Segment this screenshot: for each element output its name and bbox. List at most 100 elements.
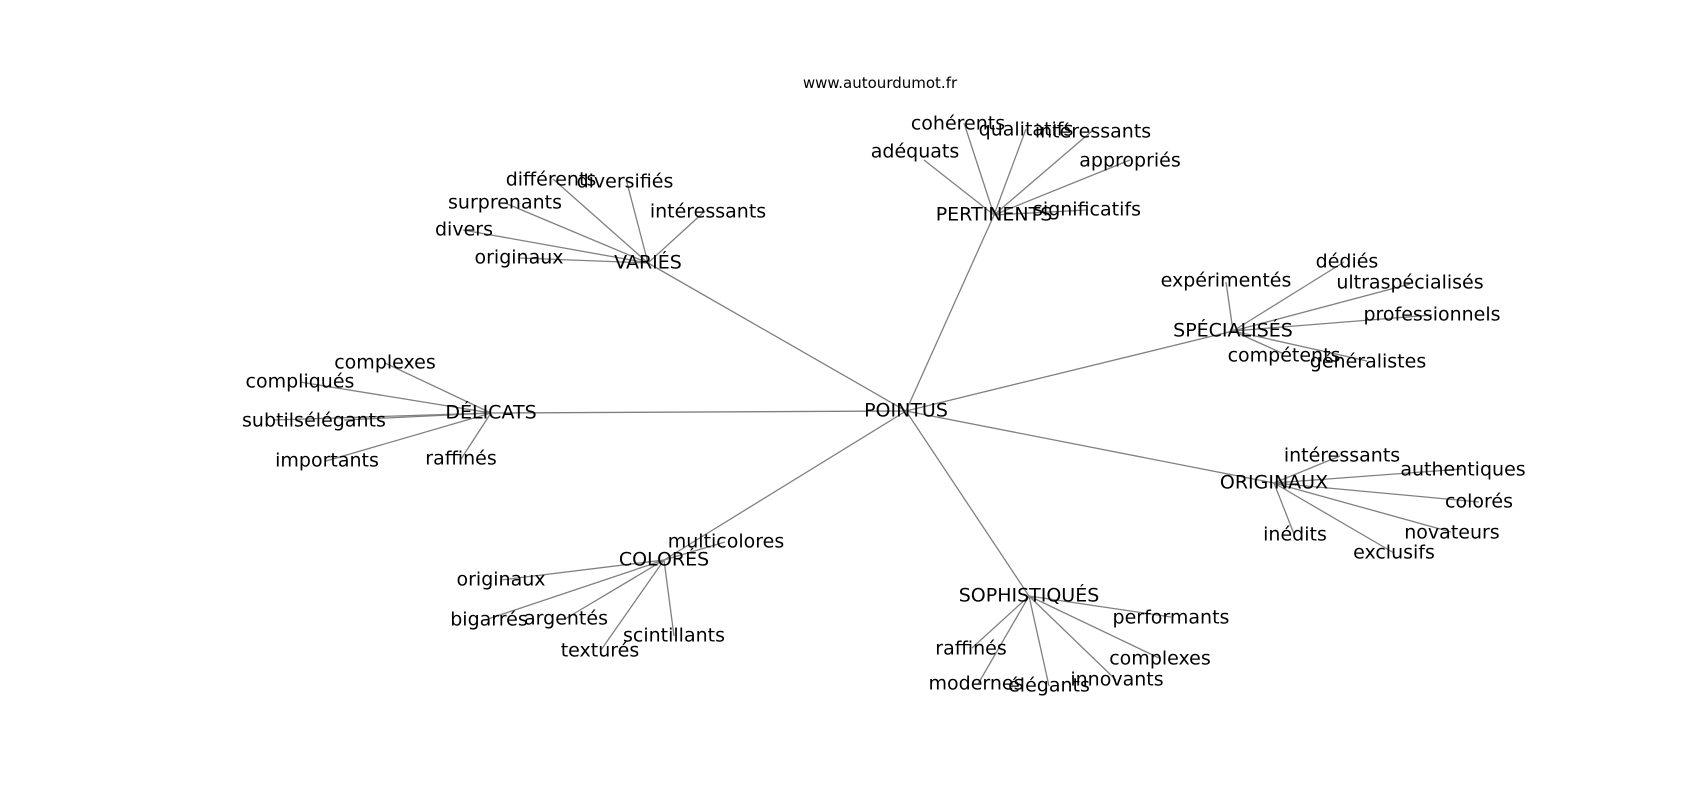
originaux-leaf-label-3: colorés	[1445, 491, 1513, 513]
edge-sophistiques-to-leaf-3	[977, 595, 1030, 685]
edge-delicats-to-leaf-4	[343, 412, 492, 421]
pertinents-leaf-label-5: appropriés	[1079, 150, 1181, 172]
originaux-leaf-label-6: inédits	[1263, 524, 1327, 546]
edge-originaux-to-leaf-4	[1273, 482, 1452, 533]
edge-originaux-to-leaf-6	[1273, 482, 1295, 535]
originaux-leaf-label-2: authentiques	[1400, 459, 1525, 481]
delicats-leaf-label-6: raffinés	[425, 448, 496, 470]
edge-specialises-to-leaf-4	[1232, 314, 1433, 332]
delicats-leaf-label-5: importants	[275, 450, 379, 472]
edge-colores-to-leaf-3	[487, 559, 665, 620]
edge-pertinents-to-leaf-1	[923, 159, 995, 216]
originaux-leaf-label-4: novateurs	[1404, 522, 1499, 544]
edge-specialises-to-leaf-2	[1232, 261, 1345, 332]
colores-leaf-label-5: texturés	[561, 640, 640, 662]
specialises-leaf-label-3: ultraspécialisés	[1336, 272, 1483, 294]
edge-pertinents-to-leaf-5	[993, 159, 1131, 216]
edge-originaux-to-leaf-1	[1273, 455, 1341, 484]
sophistiques-leaf-label-1: performants	[1113, 607, 1230, 629]
edge-center-to-colores	[663, 410, 907, 561]
originaux-leaf-label-5: exclusifs	[1353, 542, 1435, 564]
specialises-leaf-label-4: professionnels	[1363, 304, 1500, 326]
edge-pertinents-to-leaf-3	[993, 128, 1027, 216]
edge-varies-to-leaf-1	[552, 178, 649, 264]
edge-colores-to-leaf-2	[500, 559, 665, 581]
edge-center-to-sophistiques	[905, 410, 1030, 597]
edge-sophistiques-to-leaf-1	[1028, 595, 1172, 618]
edge-center-to-originaux	[905, 410, 1275, 484]
edge-originaux-to-leaf-2	[1273, 468, 1463, 484]
edge-colores-to-leaf-1	[663, 541, 726, 561]
edge-varies-to-leaf-4	[647, 210, 706, 264]
edge-sophistiques-to-leaf-5	[1028, 595, 1117, 681]
graph-edges	[272, 122, 1480, 687]
edge-center-to-delicats	[490, 410, 907, 414]
sophistiques-leaf-label-6: complexes	[1109, 648, 1211, 670]
sophistiques-hub-label: SOPHISTIQUÉS	[959, 584, 1100, 607]
pertinents-hub-label: PERTINENTS	[936, 204, 1053, 226]
edge-colores-to-leaf-4	[564, 559, 665, 620]
sophistiques-leaf-label-5: innovants	[1070, 669, 1163, 691]
sophistiques-leaf-label-2: raffinés	[935, 638, 1006, 660]
originaux-leaf-label-1: intéressants	[1284, 445, 1400, 467]
pertinents-leaf-label-4: intéressants	[1035, 121, 1151, 143]
edge-varies-to-leaf-6	[518, 257, 649, 264]
edge-specialises-to-leaf-5	[1232, 330, 1285, 355]
edge-colores-to-leaf-6	[663, 559, 675, 637]
edge-sophistiques-to-leaf-2	[971, 595, 1030, 649]
varies-leaf-label-6: originaux	[474, 247, 563, 269]
edge-varies-to-leaf-2	[625, 178, 649, 264]
colores-leaf-label-1: multicolores	[668, 531, 785, 553]
specialises-leaf-label-5: compétents	[1228, 345, 1341, 367]
edge-pertinents-to-leaf-2	[963, 122, 995, 216]
delicats-leaf-label-3: subtils	[242, 410, 304, 432]
colores-leaf-label-6: scintillants	[623, 625, 725, 647]
sophistiques-leaf-label-3: modernes	[929, 673, 1024, 695]
specialises-leaf-label-1: expérimentés	[1161, 270, 1292, 292]
edge-delicats-to-leaf-2	[299, 381, 492, 414]
edge-originaux-to-leaf-5	[1273, 482, 1395, 554]
edge-varies-to-leaf-5	[462, 229, 649, 264]
originaux-hub-label: ORIGINAUX	[1220, 472, 1328, 494]
colores-leaf-label-3: bigarrés	[450, 609, 528, 631]
colores-leaf-label-4: argentés	[524, 608, 608, 630]
edge-specialises-to-leaf-1	[1225, 281, 1234, 332]
pertinents-leaf-label-6: significatifs	[1033, 199, 1141, 221]
varies-leaf-label-2: diversifiés	[577, 171, 674, 193]
varies-leaf-label-3: surprenants	[448, 192, 562, 214]
varies-leaf-label-4: intéressants	[650, 201, 766, 223]
edge-specialises-to-leaf-3	[1232, 283, 1411, 332]
specialises-leaf-label-2: dédiés	[1316, 251, 1379, 273]
edge-delicats-to-leaf-1	[384, 362, 492, 414]
specialises-hub-label: SPÉCIALISÉS	[1173, 319, 1293, 342]
delicats-leaf-label-1: complexes	[334, 352, 436, 374]
edge-sophistiques-to-leaf-6	[1028, 595, 1160, 659]
site-label: www.autourdumot.fr	[803, 74, 958, 92]
pertinents-leaf-label-1: adéquats	[871, 141, 960, 163]
edge-specialises-to-leaf-6	[1232, 330, 1368, 362]
edge-sophistiques-to-leaf-4	[1028, 595, 1050, 687]
specialises-leaf-label-6: généralistes	[1310, 351, 1426, 373]
edge-colores-to-leaf-5	[600, 559, 665, 651]
edge-delicats-to-leaf-5	[325, 412, 492, 462]
varies-hub-label: VARIÉS	[614, 251, 682, 274]
pertinents-leaf-label-3: qualitatifs	[979, 119, 1074, 141]
edge-center-to-varies	[647, 262, 907, 412]
graph-labels: www.autourdumot.fr POINTUS adéquatscohér…	[242, 74, 1526, 697]
edge-center-to-specialises	[905, 330, 1234, 412]
edge-pertinents-to-leaf-6	[993, 209, 1087, 216]
edge-varies-to-leaf-3	[504, 202, 649, 264]
delicats-leaf-label-4: élégants	[304, 410, 386, 432]
edge-delicats-to-leaf-6	[460, 412, 492, 460]
edge-pertinents-to-leaf-4	[993, 130, 1093, 216]
sophistiques-leaf-label-4: élégants	[1008, 675, 1090, 697]
delicats-leaf-label-2: compliqués	[246, 371, 355, 393]
center-word-label: POINTUS	[864, 400, 948, 422]
delicats-hub-label: DÉLICATS	[445, 401, 536, 424]
varies-leaf-label-1: différents	[506, 169, 597, 191]
colores-hub-label: COLORÉS	[619, 548, 709, 571]
varies-leaf-label-5: divers	[435, 219, 493, 241]
edge-originaux-to-leaf-3	[1273, 482, 1480, 503]
colores-leaf-label-2: originaux	[456, 569, 545, 591]
